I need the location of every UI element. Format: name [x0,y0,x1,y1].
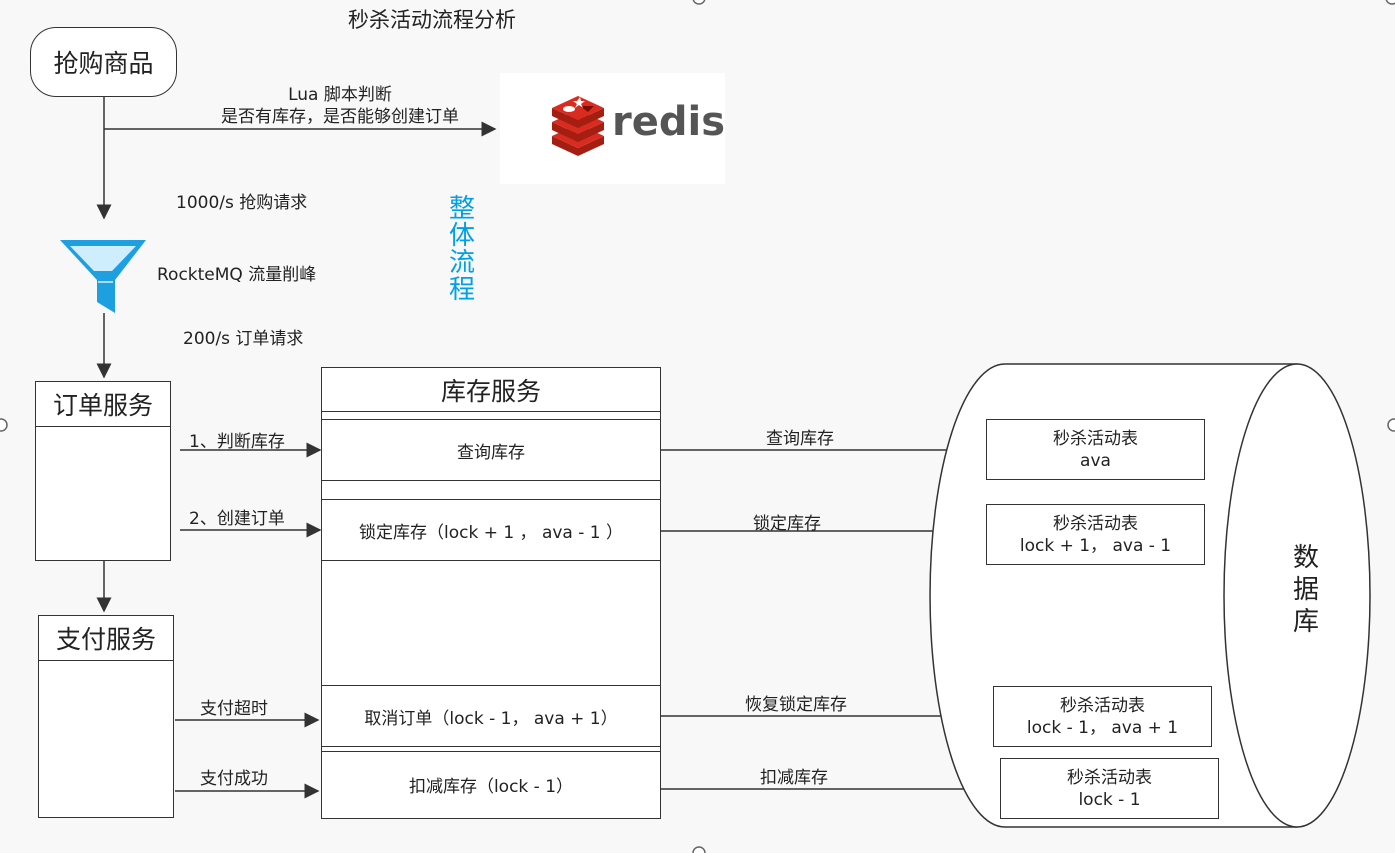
redis-logo: redis [500,73,725,184]
db-table-box: 秒杀活动表 ava [986,419,1205,480]
database-label-char: 数 [1292,543,1319,573]
database-label-char: 库 [1292,607,1319,637]
diagram-title: 秒杀活动流程分析 [348,8,516,32]
db-table-detail: ava [1080,450,1111,471]
db-table-name: 秒杀活动表 [1060,695,1145,716]
rate-in-label: 1000/s 抢购请求 [176,193,308,213]
pay-success-label: 支付成功 [200,769,268,789]
db-table-detail: lock - 1 [1078,789,1141,810]
start-node: 抢购商品 [30,27,177,97]
stock-row-label: 取消订单（lock - 1， ava + 1） [364,708,618,729]
pay-timeout-label: 支付超时 [200,699,268,719]
stock-service-box: 库存服务 查询库存 锁定库存（lock + 1 ， ava - 1 ） 取消订单… [321,367,661,819]
db-table-name: 秒杀活动表 [1053,428,1138,449]
redis-check-line1: Lua 脚本判断 [288,85,392,105]
pay-service-title: 支付服务 [39,616,173,661]
pay-service-box: 支付服务 [38,615,174,818]
db-table-name: 秒杀活动表 [1053,513,1138,534]
stock-row-label: 扣减库存（lock - 1） [408,777,574,797]
db-arrow-label-query: 查询库存 [766,429,834,449]
db-table-box: 秒杀活动表 lock + 1， ava - 1 [986,504,1205,565]
stock-row-query: 查询库存 [322,419,660,481]
db-table-name: 秒杀活动表 [1067,767,1152,788]
database-label: 数 据 库 [1288,542,1324,638]
db-table-box: 秒杀活动表 lock - 1 [1000,758,1219,819]
redis-check-line2: 是否有库存，是否能够创建订单 [221,107,459,127]
redis-logo-text: redis [612,99,726,145]
stock-row-label: 锁定库存（lock + 1 ， ava - 1 ） [358,522,624,543]
db-arrow-label-lock: 锁定库存 [753,514,821,534]
stock-row-label: 查询库存 [457,442,525,463]
order-step2-label: 2、创建订单 [189,509,285,529]
stock-service-title: 库存服务 [440,376,541,406]
overall-flow-label: 整 体 流 程 [447,196,477,304]
overall-flow-char: 体 [448,221,475,251]
mq-label: RockteMQ 流量削峰 [157,265,317,285]
redis-check-label: Lua 脚本判断 是否有库存，是否能够创建订单 [200,84,480,128]
funnel-icon [60,240,146,313]
redis-cube-icon [552,96,604,156]
stock-row-cancel: 取消订单（lock - 1， ava + 1） [322,685,660,747]
stock-row-lock: 锁定库存（lock + 1 ， ava - 1 ） [322,499,660,561]
db-table-box: 秒杀活动表 lock - 1， ava + 1 [993,686,1212,747]
database-label-char: 据 [1292,575,1319,605]
overall-flow-char: 流 [448,248,475,278]
start-node-label: 抢购商品 [53,49,154,78]
order-step1-label: 1、判断库存 [189,432,285,452]
db-arrow-label-deduct: 扣减库存 [760,768,828,788]
rate-out-label: 200/s 订单请求 [183,329,304,349]
db-arrow-label-restore: 恢复锁定库存 [745,695,847,715]
db-table-detail: lock + 1， ava - 1 [1019,535,1172,556]
overall-flow-char: 整 [448,194,475,224]
order-service-title: 订单服务 [36,382,170,427]
overall-flow-char: 程 [448,275,475,305]
stock-row-deduct: 扣减库存（lock - 1） [322,751,660,817]
stock-title-divider [322,411,660,412]
db-table-detail: lock - 1， ava + 1 [1026,717,1179,738]
order-service-box: 订单服务 [35,381,171,561]
